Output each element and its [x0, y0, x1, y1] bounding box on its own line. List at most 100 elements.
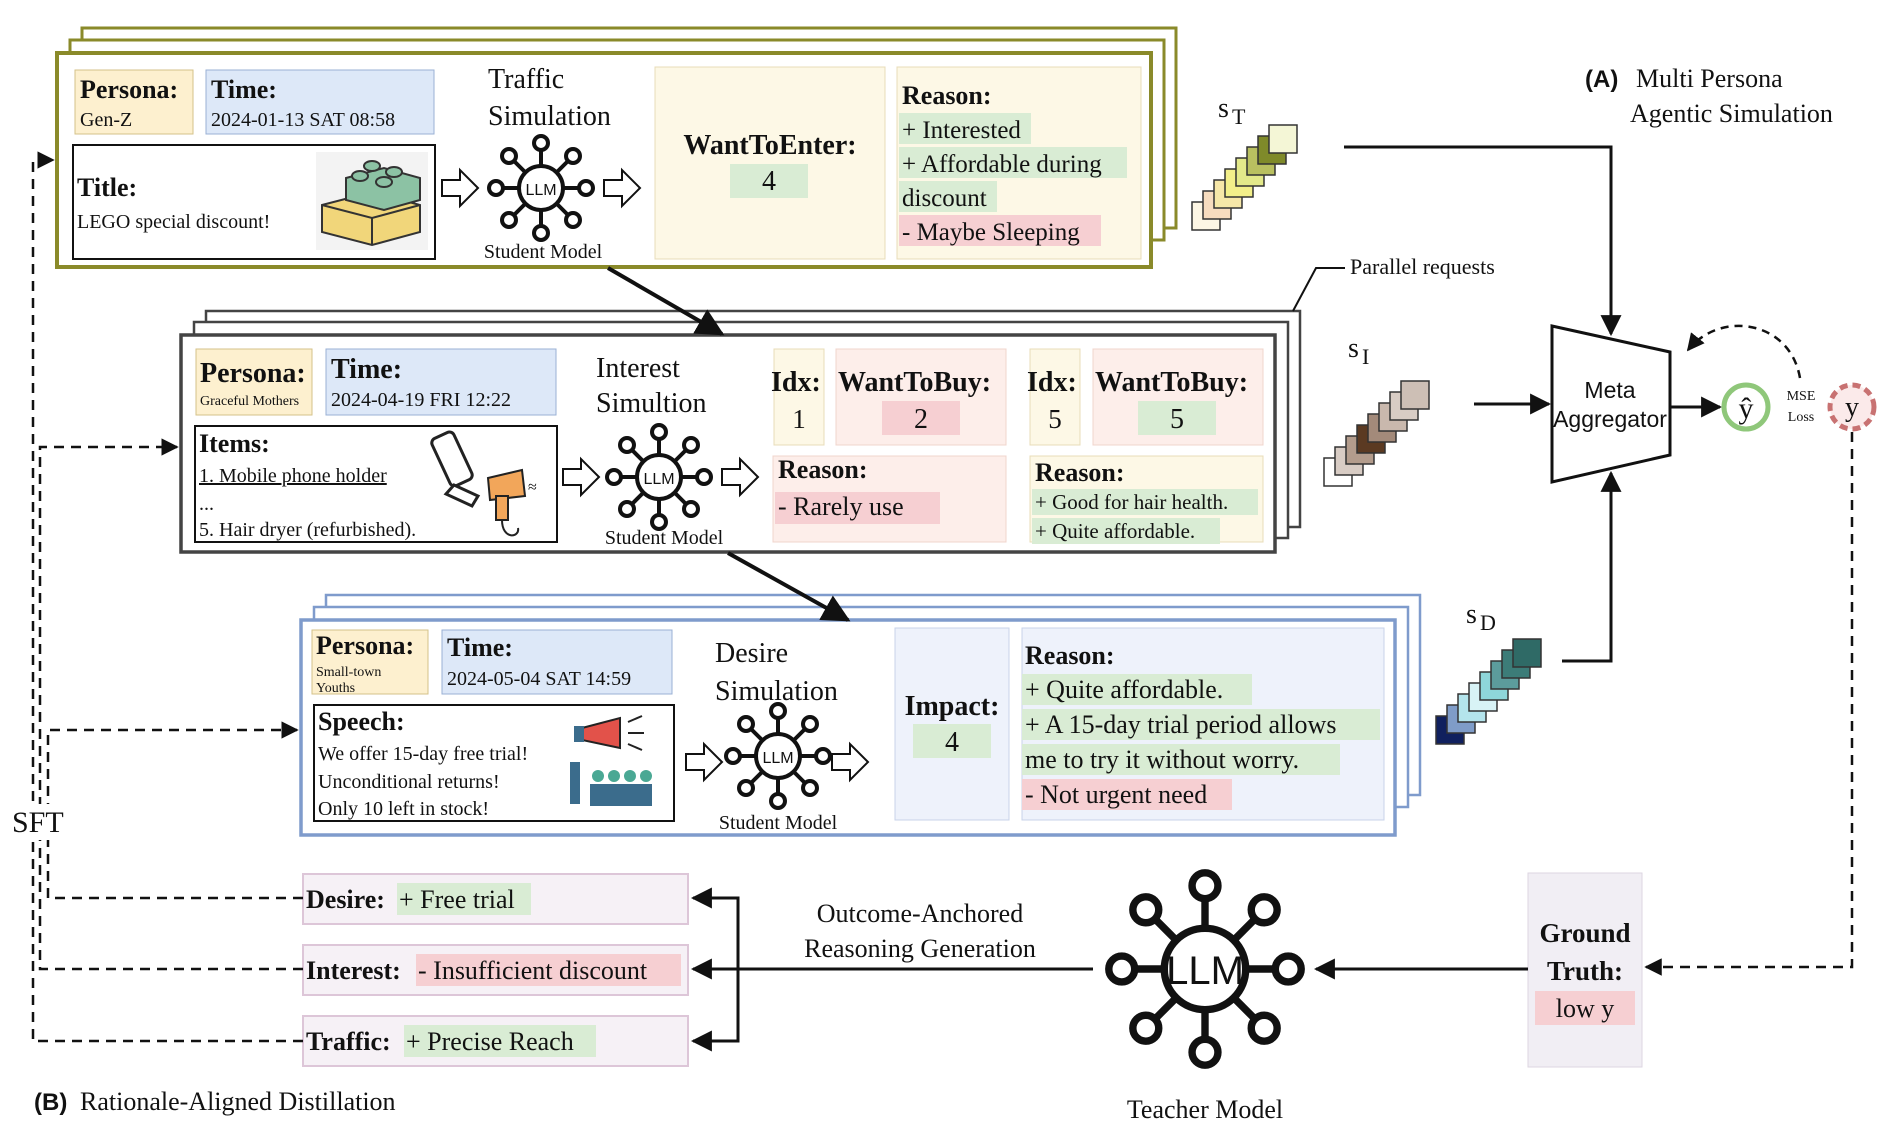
sft-label: SFT: [12, 806, 64, 839]
time-label: Time:: [211, 75, 277, 104]
llm-icon: LLM: [487, 134, 595, 242]
content-label: Speech:: [318, 707, 405, 736]
hair-dryer-icon: ≈: [486, 468, 537, 537]
content-label: Title:: [77, 173, 137, 202]
score-cell: [1512, 638, 1542, 668]
content-box: [194, 425, 558, 543]
arrow-y-to-ground-truth: [1644, 432, 1854, 976]
megaphone-speech-icon: [570, 715, 652, 806]
sim-title-line2: Simultion: [596, 388, 706, 419]
sft-feedback-loops: [31, 151, 303, 1043]
reason-1: + Quite affordable.: [1025, 675, 1223, 704]
student-model-label: Student Model: [719, 812, 838, 834]
time-value: 2024-05-04 SAT 14:59: [447, 668, 631, 690]
reason-2: + Good for hair health.: [1035, 490, 1228, 514]
mse-loss-feedback-arrow: [1686, 324, 1802, 379]
persona-label: Persona:: [80, 75, 178, 104]
svg-text:LLM: LLM: [762, 750, 793, 767]
item-2: ...: [199, 493, 214, 515]
content-label: Items:: [199, 429, 270, 458]
reason-3: discount: [902, 185, 987, 212]
arrow-st-to-aggregator: [1344, 145, 1622, 337]
persona-value: Graceful Mothers: [200, 394, 299, 409]
llm-icon: LLM: [724, 702, 832, 810]
svg-text:LLM: LLM: [643, 471, 674, 488]
sim-title-line1: Traffic: [488, 64, 564, 95]
content-value: LEGO special discount!: [77, 211, 270, 233]
score-vector-interest: [1323, 380, 1430, 487]
rationale-desire: Desire: + Free trial: [302, 873, 689, 925]
svg-text:LLM: LLM: [525, 182, 556, 199]
time-box: [205, 69, 435, 135]
item-3: 5. Hair dryer (refurbished).: [199, 519, 416, 541]
time-label: Time:: [447, 633, 513, 662]
desire-card: Persona: Small-town Youths Time: 2024-05…: [299, 593, 1422, 837]
svg-text:(B): (B): [34, 1089, 67, 1116]
reason-1: - Rarely use: [778, 492, 904, 521]
teacher-model-label: Teacher Model: [1127, 1095, 1283, 1124]
panel-a-title: (A) Multi Persona Agentic Simulation: [1585, 64, 1833, 128]
student-model-label: Student Model: [605, 527, 724, 549]
svg-text:low y: low y: [1556, 994, 1615, 1023]
svg-text:Interest:: Interest:: [306, 956, 401, 985]
metric-label: Impact:: [905, 691, 1000, 722]
panel-b-title: (B) Rationale-Aligned Distillation: [34, 1087, 396, 1116]
outcome-line2: Reasoning Generation: [804, 934, 1036, 963]
svg-text:Rationale-Aligned Distillation: Rationale-Aligned Distillation: [80, 1087, 396, 1116]
reason-3: me to try it without worry.: [1025, 745, 1299, 774]
time-value: 2024-01-13 SAT 08:58: [211, 109, 395, 131]
svg-text:Ground: Ground: [1539, 918, 1630, 948]
persona-value-1: Small-town: [316, 665, 381, 680]
svg-text:+ Free trial: + Free trial: [399, 885, 515, 914]
idx-value-2: 5: [1048, 404, 1062, 434]
svg-text:Meta: Meta: [1584, 377, 1635, 403]
score-cell: [1400, 380, 1430, 410]
arrow-traffic-to-interest: [606, 266, 725, 336]
rationale-traffic: Traffic: + Precise Reach: [302, 1015, 689, 1067]
reason-label: Reason:: [902, 81, 992, 110]
buy-value-2: 5: [1170, 404, 1184, 435]
metric-box: [654, 66, 886, 260]
reason-label: Reason:: [1025, 641, 1115, 670]
parallel-requests-callout: Parallel requests: [1292, 254, 1495, 312]
reason-2: + Affordable during: [902, 151, 1102, 178]
svg-text:Multi Persona: Multi Persona: [1636, 64, 1783, 93]
reason-1: + Interested: [902, 117, 1021, 144]
sim-title-line1: Interest: [596, 353, 680, 384]
svg-text:T: T: [1232, 104, 1246, 129]
teacher-llm-icon: LLM: [1109, 873, 1301, 1065]
persona-box: [74, 69, 194, 135]
meta-aggregator: Meta Aggregator: [1550, 324, 1672, 484]
reason-label-2: Reason:: [1035, 458, 1125, 487]
reason-3: + Quite affordable.: [1035, 519, 1195, 543]
speech-3: Only 10 left in stock!: [318, 798, 489, 820]
svg-text:ŷ: ŷ: [1739, 392, 1754, 425]
score-label-traffic: s T: [1218, 93, 1246, 129]
svg-text:y: y: [1845, 392, 1859, 423]
persona-box: [311, 629, 429, 695]
persona-value-2: Youths: [316, 681, 355, 696]
svg-text:Parallel requests: Parallel requests: [1350, 254, 1495, 279]
reason-label-1: Reason:: [778, 455, 868, 484]
persona-label: Persona:: [200, 358, 306, 389]
svg-text:s: s: [1348, 333, 1359, 364]
persona-box: [195, 348, 313, 416]
item-1: 1. Mobile phone holder: [199, 465, 387, 487]
arrow-interest-to-desire: [727, 551, 851, 622]
svg-text:Desire:: Desire:: [306, 885, 385, 914]
score-cell: [1268, 124, 1298, 154]
llm-icon: LLM: [605, 423, 713, 531]
buy-label-2: WantToBuy:: [1095, 367, 1248, 398]
y-hat-node: ŷ: [1721, 382, 1771, 432]
svg-text:≈: ≈: [528, 479, 537, 496]
svg-text:MSE: MSE: [1787, 389, 1816, 404]
score-label-interest: s I: [1348, 333, 1369, 369]
svg-text:I: I: [1362, 344, 1369, 369]
time-label: Time:: [331, 354, 402, 385]
sim-title-line1: Desire: [715, 638, 788, 669]
svg-text:Traffic:: Traffic:: [306, 1027, 391, 1056]
svg-text:- Insufficient discount: - Insufficient discount: [418, 956, 648, 985]
svg-text:LLM: LLM: [1166, 949, 1244, 993]
metric-value: 4: [762, 166, 776, 197]
